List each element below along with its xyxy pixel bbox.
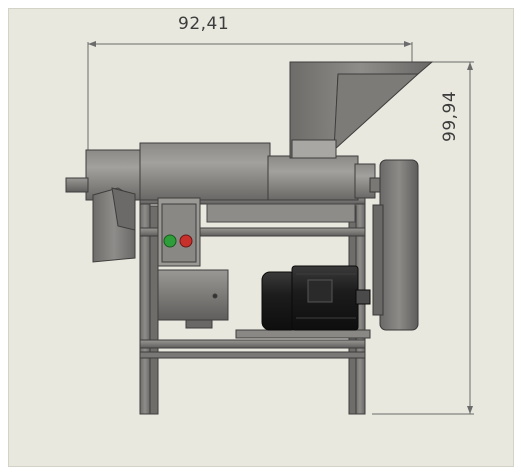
control-panel <box>157 197 201 267</box>
inner-frame-tube <box>206 203 356 223</box>
height-dimension-label: 99,94 <box>440 90 460 142</box>
red-button-icon <box>179 234 193 248</box>
drawing-area <box>8 8 514 467</box>
motor-base-plate <box>235 329 371 339</box>
green-button-icon <box>163 234 177 248</box>
height-dimension <box>372 61 474 415</box>
outlet-chute <box>92 187 136 263</box>
electric-motor <box>261 265 371 331</box>
pulley-wheel <box>369 159 419 331</box>
electrical-box <box>157 269 229 329</box>
width-dimension-label: 92,41 <box>178 14 230 34</box>
feed-hopper <box>289 61 434 159</box>
